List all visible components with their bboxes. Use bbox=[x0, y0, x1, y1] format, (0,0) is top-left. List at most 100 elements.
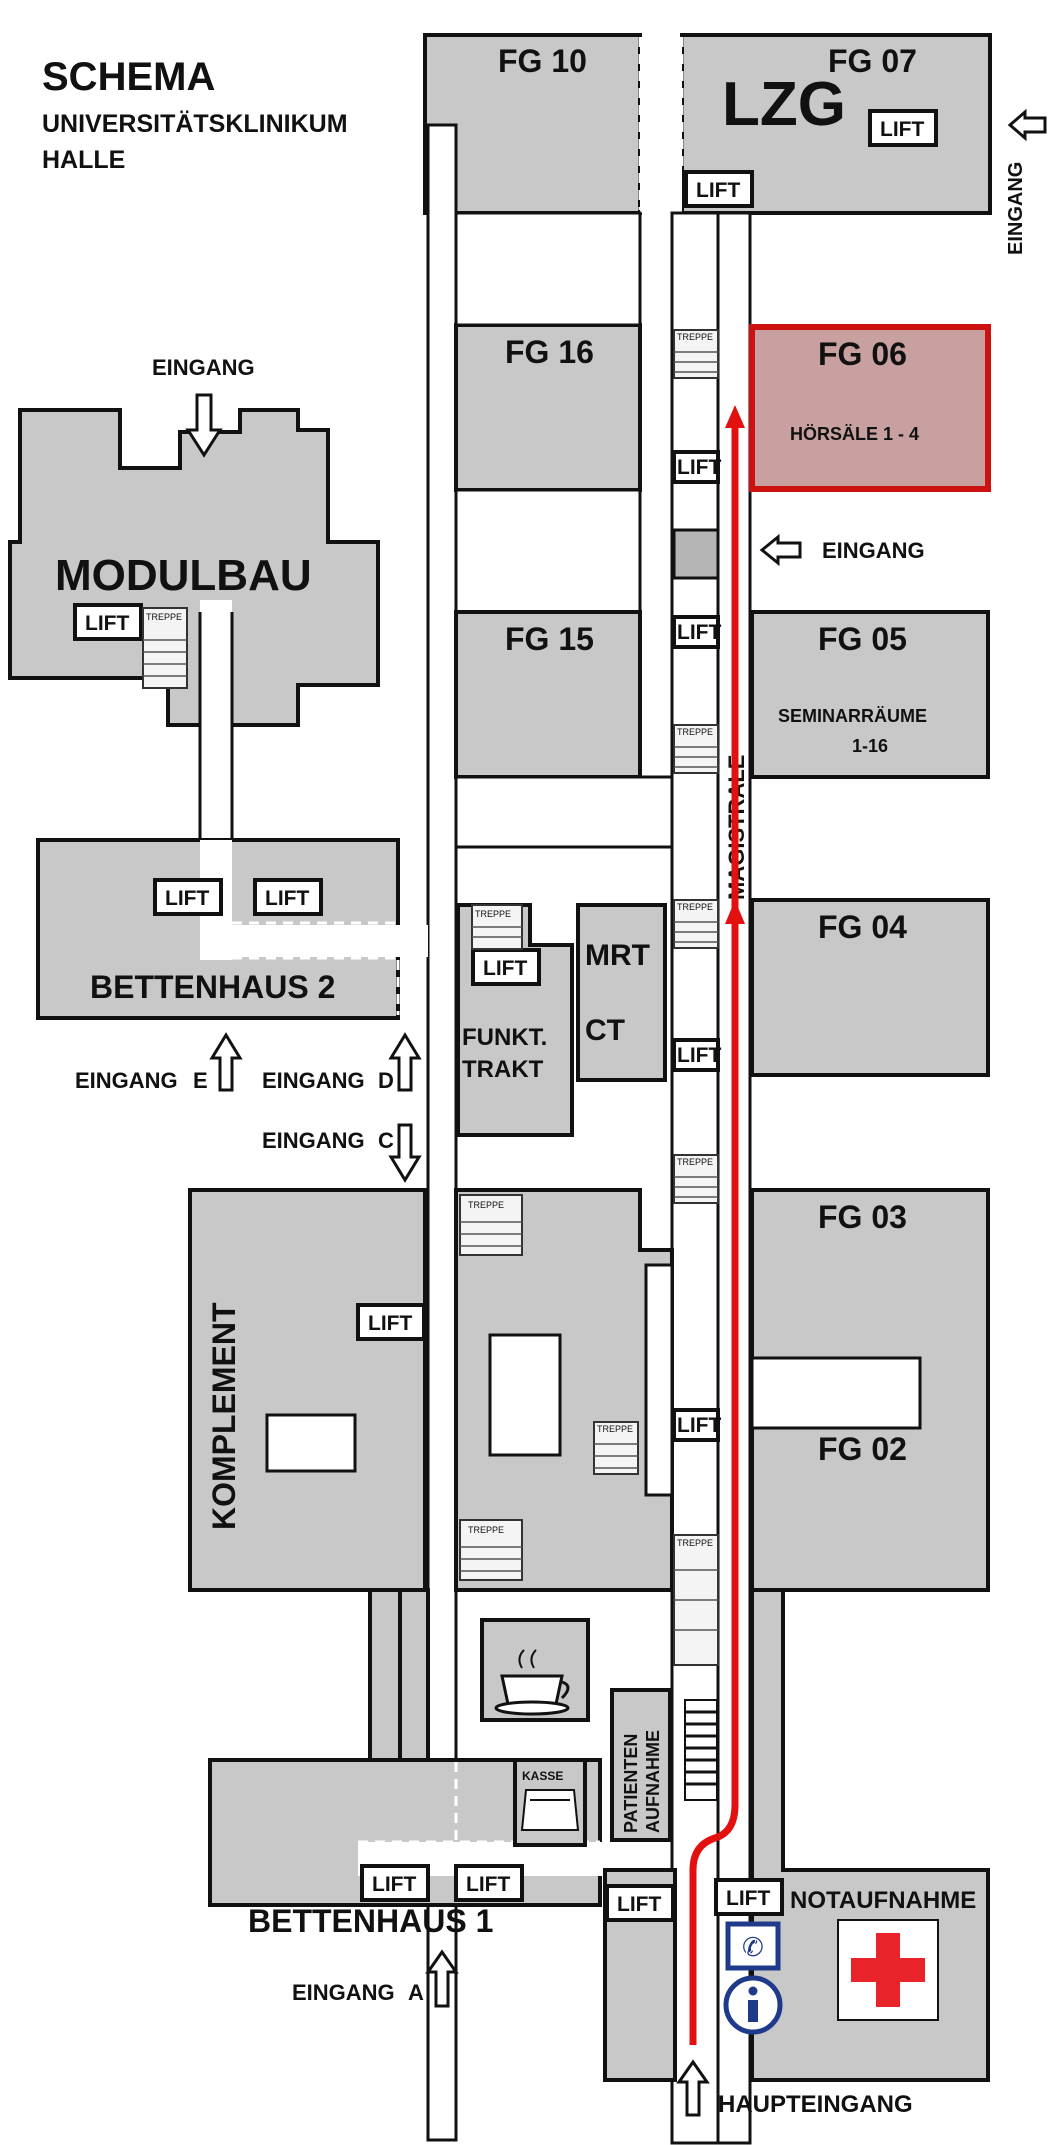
label-notaufnahme: NOTAUFNAHME bbox=[790, 1887, 976, 1914]
svg-text:C: C bbox=[378, 1128, 394, 1153]
lift-south: LIFT bbox=[605, 1884, 675, 1922]
svg-text:D: D bbox=[378, 1068, 394, 1093]
label-komplement: KOMPLEMENT bbox=[206, 1302, 242, 1530]
label-funkt-line2: TRAKT bbox=[462, 1056, 544, 1083]
label-fg06: FG 06 bbox=[818, 336, 907, 372]
label-bettenhaus2: BETTENHAUS 2 bbox=[90, 969, 335, 1005]
lift-lzg: LIFT bbox=[868, 109, 938, 147]
courtyard-1 bbox=[454, 211, 642, 327]
lift-fg10: LIFT bbox=[684, 170, 754, 208]
lift-funkt-trakt: LIFT bbox=[471, 948, 541, 986]
svg-text:LIFT: LIFT bbox=[677, 1414, 721, 1437]
svg-text:EINGANG: EINGANG bbox=[292, 1980, 395, 2005]
stairs-funkt-trakt: TREPPE bbox=[471, 904, 523, 950]
svg-text:TREPPE: TREPPE bbox=[468, 1200, 504, 1210]
entrance-fg06: EINGANG bbox=[759, 533, 925, 567]
connector-column-2 bbox=[398, 1588, 430, 1762]
label-seminar-line2: 1-16 bbox=[852, 736, 888, 756]
stairs-modulbau: TREPPE bbox=[142, 607, 188, 689]
lift-fg16: LIFT bbox=[672, 450, 721, 484]
svg-text:TREPPE: TREPPE bbox=[677, 902, 713, 912]
label-fg04: FG 04 bbox=[818, 909, 907, 945]
entrance-a: EINGANG A bbox=[292, 1949, 459, 2008]
svg-text:LIFT: LIFT bbox=[372, 1873, 416, 1896]
building-modulbau bbox=[8, 408, 380, 727]
label-bettenhaus1: BETTENHAUS 1 bbox=[248, 1903, 493, 1939]
svg-text:LIFT: LIFT bbox=[880, 118, 924, 141]
label-lzg: LZG bbox=[722, 70, 846, 139]
label-ct: CT bbox=[585, 1014, 625, 1047]
stairs-central-1: TREPPE bbox=[459, 1194, 523, 1256]
svg-text:TREPPE: TREPPE bbox=[475, 909, 511, 919]
svg-text:TREPPE: TREPPE bbox=[677, 1538, 713, 1548]
svg-text:✆: ✆ bbox=[742, 1933, 764, 1963]
lift-bettenhaus1-b: LIFT bbox=[454, 1864, 524, 1902]
entrance-e: EINGANG E bbox=[75, 1032, 243, 1093]
courtyard-central bbox=[488, 1333, 562, 1457]
stairs-fg15: TREPPE bbox=[673, 724, 719, 774]
lift-magistrale-1: LIFT bbox=[672, 1038, 721, 1072]
svg-text:HAUPTEINGANG: HAUPTEINGANG bbox=[718, 2091, 913, 2118]
label-mrt: MRT bbox=[585, 939, 650, 972]
svg-text:TREPPE: TREPPE bbox=[677, 332, 713, 342]
label-hoersaele: HÖRSÄLE 1 - 4 bbox=[790, 424, 919, 444]
map-subtitle-line2: HALLE bbox=[42, 146, 125, 174]
map-subtitle-line1: UNIVERSITÄTSKLINIKUM bbox=[42, 110, 348, 138]
building-fg04 bbox=[750, 898, 990, 1077]
svg-text:EINGANG: EINGANG bbox=[262, 1128, 365, 1153]
svg-text:LIFT: LIFT bbox=[265, 887, 309, 910]
route-arrowhead-upper bbox=[725, 405, 745, 428]
red-cross-icon bbox=[837, 1919, 939, 2021]
svg-text:TREPPE: TREPPE bbox=[146, 612, 182, 622]
svg-text:EINGANG: EINGANG bbox=[152, 355, 255, 380]
stairs-magistrale-3: TREPPE bbox=[673, 1534, 719, 1666]
svg-text:LIFT: LIFT bbox=[368, 1312, 412, 1335]
entrance-c: EINGANG C bbox=[262, 1123, 422, 1183]
svg-text:A: A bbox=[408, 1980, 424, 2005]
cash-register-icon bbox=[520, 1789, 580, 1831]
label-fg03: FG 03 bbox=[818, 1199, 907, 1235]
label-funkt-line1: FUNKT. bbox=[462, 1024, 547, 1051]
svg-text:LIFT: LIFT bbox=[617, 1893, 661, 1916]
route-to-hoersaele bbox=[689, 415, 739, 2045]
stairs-magistrale-2: TREPPE bbox=[673, 1154, 719, 1204]
info-icon bbox=[723, 1975, 783, 2035]
svg-text:LIFT: LIFT bbox=[466, 1873, 510, 1896]
label-patienten-line2: AUFNAHME bbox=[643, 1730, 663, 1833]
label-modulbau: MODULBAU bbox=[55, 551, 312, 600]
label-fg02: FG 02 bbox=[818, 1431, 907, 1467]
corridor-bettenhaus2 bbox=[220, 925, 428, 957]
courtyard-2 bbox=[454, 488, 642, 614]
lift-bettenhaus2-a: LIFT bbox=[153, 878, 223, 916]
label-fg07: FG 07 bbox=[828, 43, 917, 79]
lift-modulbau: LIFT bbox=[73, 603, 143, 641]
stairs-fg16: TREPPE bbox=[673, 329, 719, 379]
label-fg16: FG 16 bbox=[505, 334, 594, 370]
svg-text:TREPPE: TREPPE bbox=[677, 727, 713, 737]
entrance-lzg: EINGANG bbox=[1005, 108, 1047, 255]
corridor-pillar bbox=[672, 528, 722, 580]
svg-text:TREPPE: TREPPE bbox=[597, 1424, 633, 1434]
lift-notaufnahme: LIFT bbox=[714, 1878, 784, 1916]
building-central-block bbox=[454, 1188, 674, 1592]
lift-komplement: LIFT bbox=[356, 1303, 426, 1341]
lift-fg15: LIFT bbox=[672, 615, 721, 649]
coffee-cup-icon bbox=[494, 1649, 570, 1716]
lift-bettenhaus2-b: LIFT bbox=[253, 878, 323, 916]
label-kasse: KASSE bbox=[522, 1769, 563, 1783]
svg-text:LIFT: LIFT bbox=[677, 1044, 721, 1067]
connector-column-1 bbox=[368, 1588, 402, 1762]
corridor-central-inner bbox=[644, 1263, 674, 1497]
svg-text:EINGANG: EINGANG bbox=[1005, 162, 1027, 255]
phone-icon: ✆ bbox=[725, 1921, 781, 1971]
building-fg06-highlighted bbox=[749, 324, 991, 492]
building-patienten-aufnahme bbox=[610, 1688, 672, 1842]
label-fg15: FG 15 bbox=[505, 621, 594, 657]
courtyard-fg03 bbox=[750, 1356, 922, 1430]
svg-text:LIFT: LIFT bbox=[483, 957, 527, 980]
svg-text:E: E bbox=[193, 1068, 208, 1093]
lift-magistrale-2: LIFT bbox=[672, 1408, 721, 1442]
stairs-central-2: TREPPE bbox=[593, 1421, 639, 1475]
svg-text:EINGANG: EINGANG bbox=[262, 1068, 365, 1093]
